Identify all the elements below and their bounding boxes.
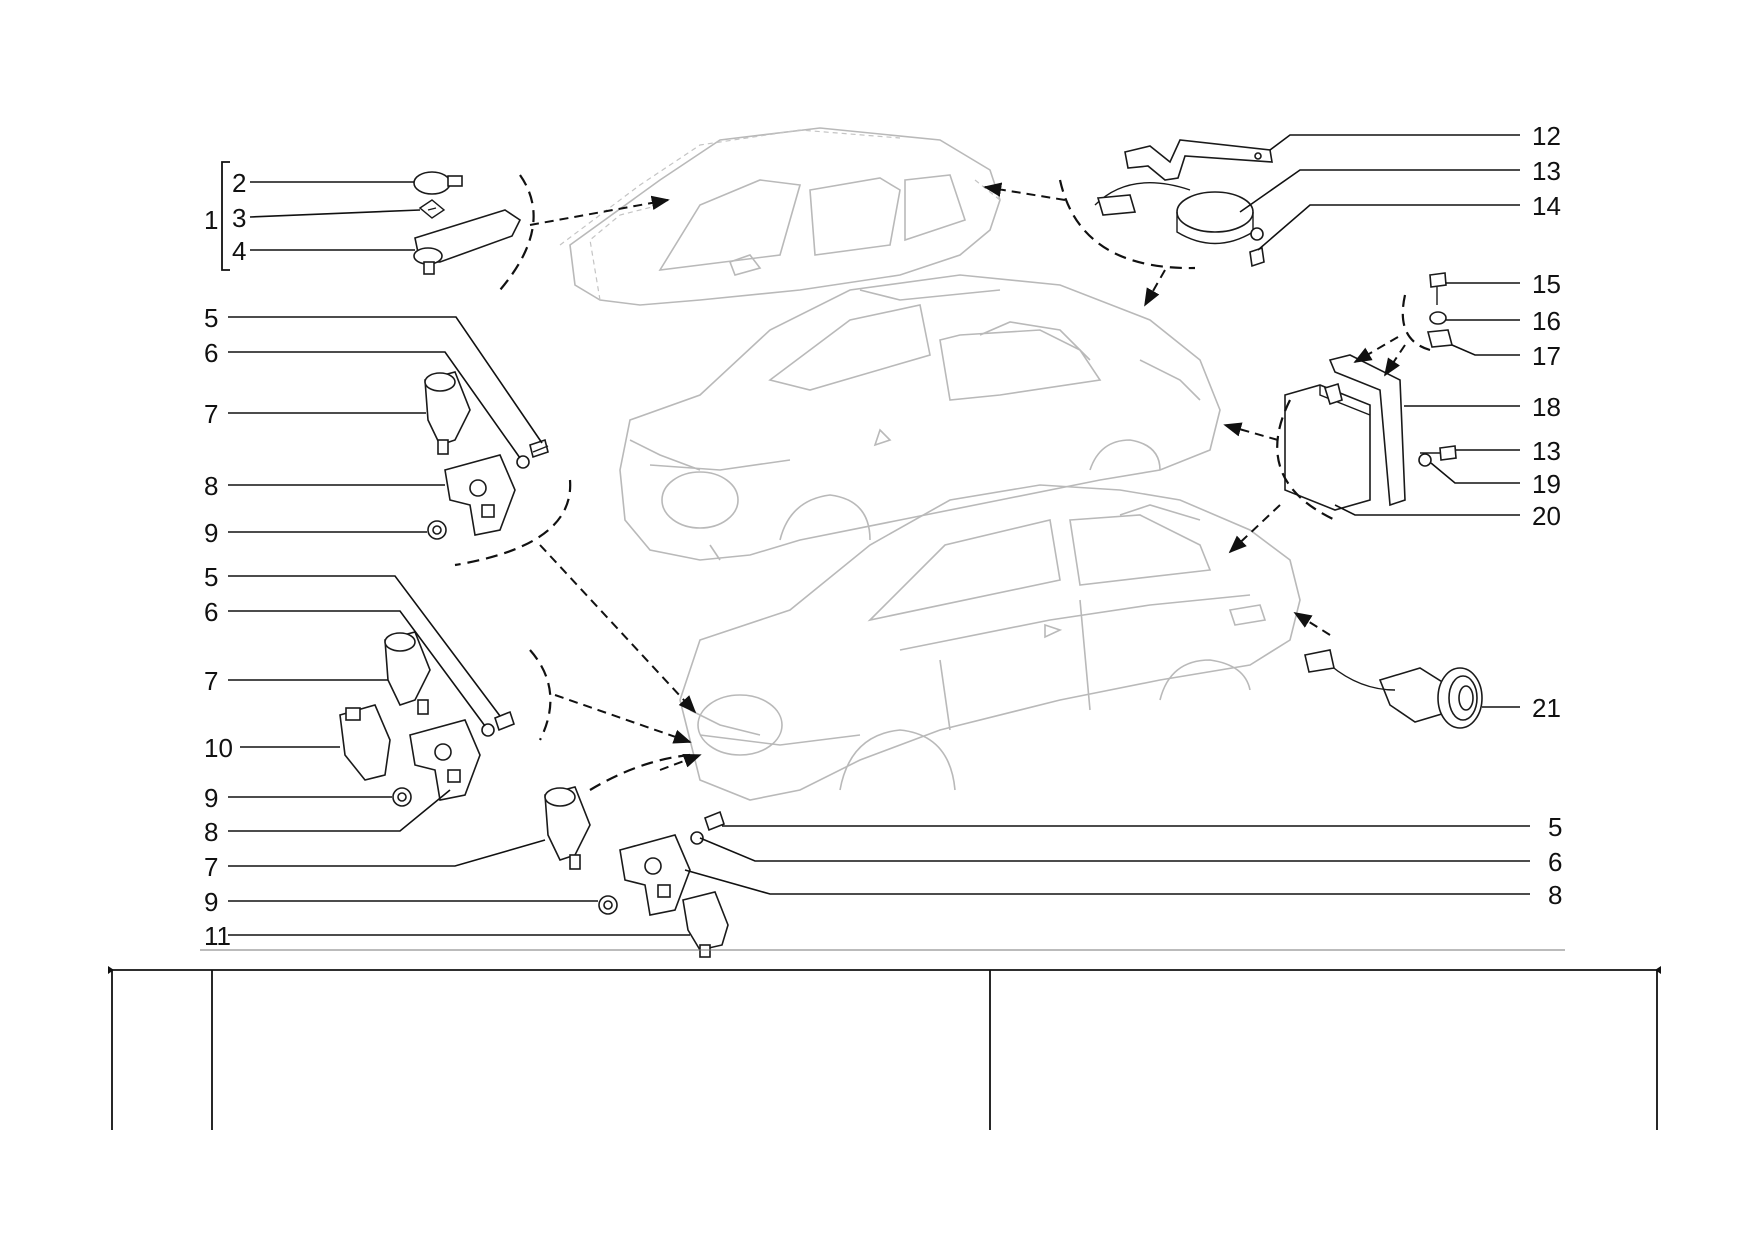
callout-6: 6 xyxy=(204,597,218,627)
callout-8: 8 xyxy=(1548,880,1562,910)
part-5-bolt-c xyxy=(704,810,725,832)
part-4-housing xyxy=(413,209,522,275)
part-17-clip xyxy=(1426,329,1454,348)
callout-11: 11 xyxy=(204,921,231,951)
part-6-washer-c xyxy=(690,831,704,845)
callout-9: 9 xyxy=(204,887,218,917)
part-15-screw xyxy=(1429,272,1447,305)
callout-6: 6 xyxy=(204,338,218,368)
part-2-lamp xyxy=(413,171,463,195)
part-9-nut-c xyxy=(598,895,618,915)
callout-8: 8 xyxy=(204,817,218,847)
callout-labels: 1 2 3 4 5 6 7 8 9 5 6 7 10 9 8 7 9 11 5 … xyxy=(204,121,1562,951)
part-19-washer xyxy=(1418,453,1432,467)
callout-9: 9 xyxy=(204,518,218,548)
callout-7: 7 xyxy=(204,666,218,696)
part-5-bolt-a xyxy=(529,438,549,459)
part-12-bracket xyxy=(1124,139,1273,181)
part-7-sensor-c xyxy=(544,786,591,870)
part-16-washer xyxy=(1429,311,1447,325)
part-5-bolt-b xyxy=(494,710,515,732)
part-8-bracket-b xyxy=(409,719,481,801)
part-6-washer-b xyxy=(481,723,495,737)
leader-lines xyxy=(228,134,1530,936)
callout-16: 16 xyxy=(1532,306,1561,336)
callout-3: 3 xyxy=(232,203,246,233)
callout-8: 8 xyxy=(204,471,218,501)
callout-5: 5 xyxy=(1548,812,1562,842)
caption-table-frame xyxy=(108,966,1661,1130)
part-7-sensor-b xyxy=(384,631,431,715)
callout-18: 18 xyxy=(1532,392,1561,422)
callout-4: 4 xyxy=(232,236,246,266)
part-13-screw-b xyxy=(1420,445,1457,461)
callout-5: 5 xyxy=(204,303,218,333)
callout-12: 12 xyxy=(1532,121,1561,151)
callout-2: 2 xyxy=(232,168,246,198)
part-6-washer-a xyxy=(516,455,530,469)
callout-19: 19 xyxy=(1532,469,1561,499)
part-21-sensor-motor xyxy=(1304,649,1483,729)
callout-14: 14 xyxy=(1532,191,1561,221)
part-9-nut-b xyxy=(392,787,412,807)
minivan-outline xyxy=(559,127,1001,306)
sedan-outline xyxy=(679,484,1301,801)
callout-13: 13 xyxy=(1532,436,1561,466)
callout-13: 13 xyxy=(1532,156,1561,186)
callout-7: 7 xyxy=(204,399,218,429)
part-9-nut-a xyxy=(427,520,447,540)
part-13-buzzer xyxy=(1094,182,1264,245)
callout-9: 9 xyxy=(204,783,218,813)
callout-20: 20 xyxy=(1532,501,1561,531)
callout-5: 5 xyxy=(204,562,218,592)
part-3-clip xyxy=(418,199,446,219)
callout-17: 17 xyxy=(1532,341,1561,371)
part-14-screw xyxy=(1249,246,1265,268)
callout-6: 6 xyxy=(1548,847,1562,877)
part-20-control-unit xyxy=(1284,382,1371,511)
part-10-connector xyxy=(339,704,391,781)
part-11-connector xyxy=(682,891,729,958)
part-8-bracket-c xyxy=(619,834,691,916)
callout-7: 7 xyxy=(204,852,218,882)
callout-1: 1 xyxy=(204,205,218,235)
part-8-bracket-a xyxy=(444,454,516,536)
callout-21: 21 xyxy=(1532,693,1561,723)
callout-10: 10 xyxy=(204,733,233,763)
part-7-sensor-a xyxy=(424,371,471,455)
hatchback-outline xyxy=(619,274,1221,561)
callout-15: 15 xyxy=(1532,269,1561,299)
